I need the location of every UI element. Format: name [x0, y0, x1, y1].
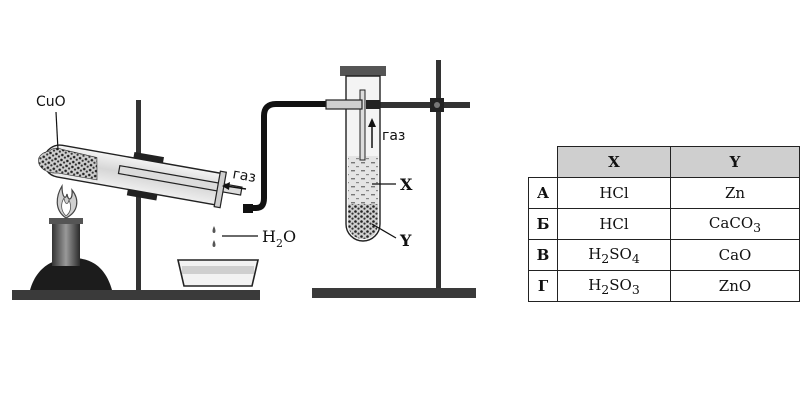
reaction-test-tube [325, 66, 386, 242]
row-letter: Б [528, 208, 558, 240]
header-y: Y [670, 146, 800, 178]
row-letter: В [528, 239, 558, 271]
cell-y: ZnO [670, 270, 800, 302]
lab-apparatus-diagram: CuO газ газ H2O X Y [12, 60, 476, 300]
header-x: X [557, 146, 671, 178]
formula-part: SO [609, 275, 632, 294]
water-label-h: H [262, 227, 276, 246]
gas-arrow-up [368, 118, 376, 148]
formula-subscript: 3 [753, 219, 762, 235]
water-label-o: O [283, 227, 296, 246]
formula-part: SO [609, 244, 632, 263]
cell-y: Zn [670, 177, 800, 209]
row-letter: А [528, 177, 558, 209]
gas-arrow-left [222, 182, 247, 190]
formula-part: CaO [718, 246, 752, 264]
right-stand [312, 60, 476, 298]
collecting-dish [176, 259, 260, 287]
table-header-row: X Y [528, 146, 800, 178]
formula-subscript: 4 [631, 250, 640, 266]
connecting-hose [248, 101, 326, 211]
table-corner [528, 146, 558, 178]
formula-part: HCl [599, 215, 629, 233]
formula-subscript: 2 [601, 281, 610, 297]
formula-subscript: 3 [631, 281, 640, 297]
formula-part: ZnO [718, 277, 752, 295]
y-leader [371, 223, 397, 239]
cell-x: HCl [557, 208, 671, 240]
y-label: Y [399, 231, 412, 250]
formula-part: H [588, 244, 602, 263]
formula-part: CaCO [708, 213, 754, 232]
cell-x: H2SO3 [557, 270, 671, 302]
flame-icon [56, 183, 78, 219]
row-letter: Г [528, 270, 558, 302]
formula-part: Zn [724, 184, 746, 202]
formula-subscript: 2 [601, 250, 610, 266]
cell-x: H2SO4 [557, 239, 671, 271]
cell-y: CaO [670, 239, 800, 271]
x-label: X [400, 175, 413, 194]
table-row: А HCl Zn [528, 177, 800, 209]
alcohol-burner [30, 183, 112, 290]
formula-part: H [588, 275, 602, 294]
water-label: H2O [262, 227, 296, 250]
gas-label-right: газ [382, 128, 405, 144]
cell-y: CaCO3 [670, 208, 800, 240]
formula-part: HCl [599, 184, 629, 202]
heated-test-tube [38, 144, 243, 209]
water-drops [212, 226, 216, 247]
cuo-label: CuO [36, 94, 66, 110]
table-row: Б HCl CaCO3 [528, 208, 800, 240]
cell-x: HCl [557, 177, 671, 209]
gas-label-left: газ [231, 166, 257, 186]
cuo-leader [55, 111, 59, 151]
water-label-subscript: 2 [276, 237, 283, 250]
